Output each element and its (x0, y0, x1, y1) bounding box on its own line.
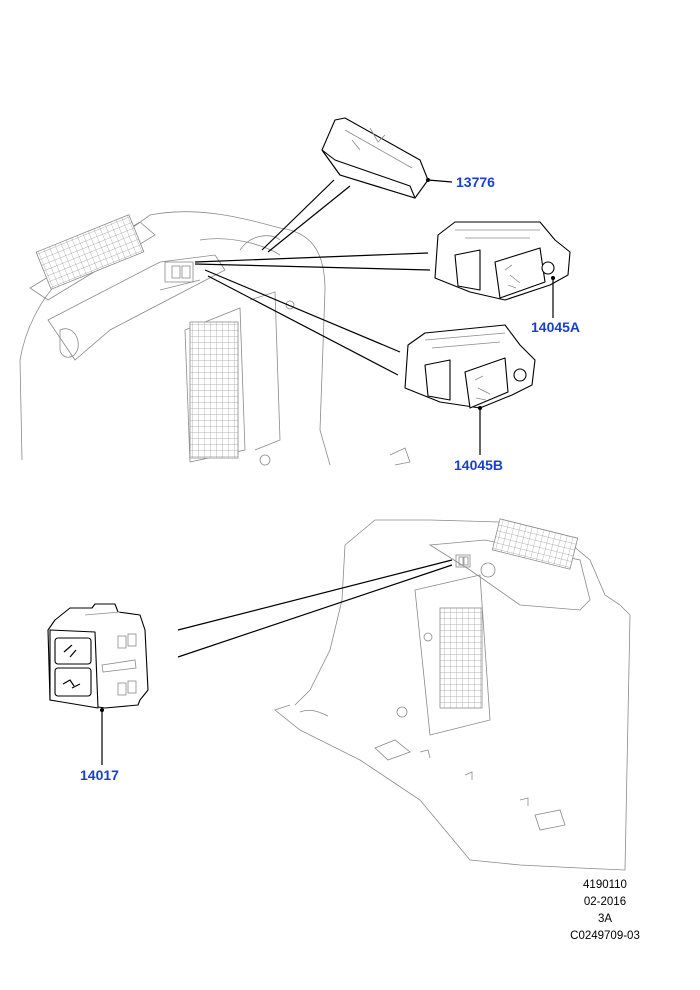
callout-13776[interactable]: 13776 (456, 174, 495, 190)
part-13776-cover (321, 117, 429, 199)
upper-leader-lines (194, 178, 555, 455)
footer-drawing-code: C0249709-03 (570, 930, 640, 942)
lower-leader-lines (100, 559, 453, 765)
footer-revision: 3A (597, 913, 613, 925)
callout-14017[interactable]: 14017 (80, 767, 119, 783)
callout-14045a[interactable]: 14045A (531, 319, 580, 335)
footer-date: 02-2016 (583, 896, 627, 908)
callout-14045b[interactable]: 14045B (454, 457, 503, 473)
lower-trim-panel (274, 518, 631, 871)
part-14017-switch (47, 603, 149, 709)
footer-reference-number: 4190110 (583, 879, 627, 891)
part-14045b-switch (404, 324, 536, 409)
part-14045a-switch (434, 221, 571, 301)
upper-trim-panel (19, 211, 411, 466)
